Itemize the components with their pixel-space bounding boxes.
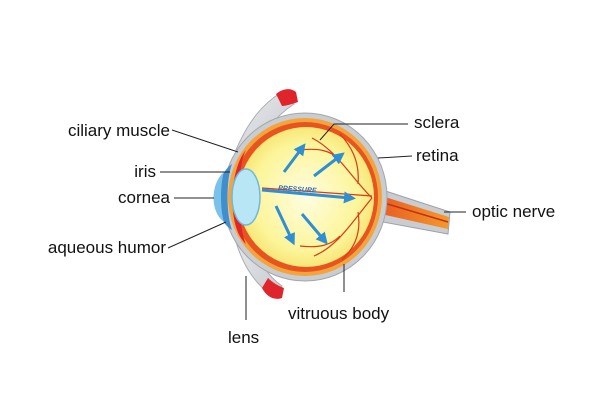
leader-ciliary-muscle: [171, 129, 239, 153]
arrow-down-right: [300, 213, 328, 245]
label-aqueous-humor: aqueous humor: [47, 238, 166, 257]
arrow-down-left: [274, 205, 295, 246]
leader-aqueous-humor: [167, 221, 227, 249]
leader-retina: [377, 155, 413, 159]
label-ciliary-muscle: ciliary muscle: [67, 121, 170, 140]
label-iris: iris: [134, 162, 156, 181]
leader-lines: [160, 123, 466, 320]
label-vitreous-body: vitruous body: [288, 304, 390, 323]
label-sclera: sclera: [414, 113, 460, 132]
leader-sclera: [319, 123, 408, 141]
label-retina: retina: [416, 146, 459, 165]
arrow-up-left: [282, 143, 306, 173]
pressure-arrows: [261, 143, 356, 246]
label-optic-nerve: optic nerve: [472, 202, 556, 221]
arrow-up-right: [313, 152, 345, 178]
label-cornea: cornea: [118, 188, 170, 207]
lens-shape: [231, 168, 261, 226]
pressure-label: PRESSURE: [278, 185, 317, 195]
arrow-right: [261, 188, 356, 204]
label-lens: lens: [228, 328, 260, 347]
